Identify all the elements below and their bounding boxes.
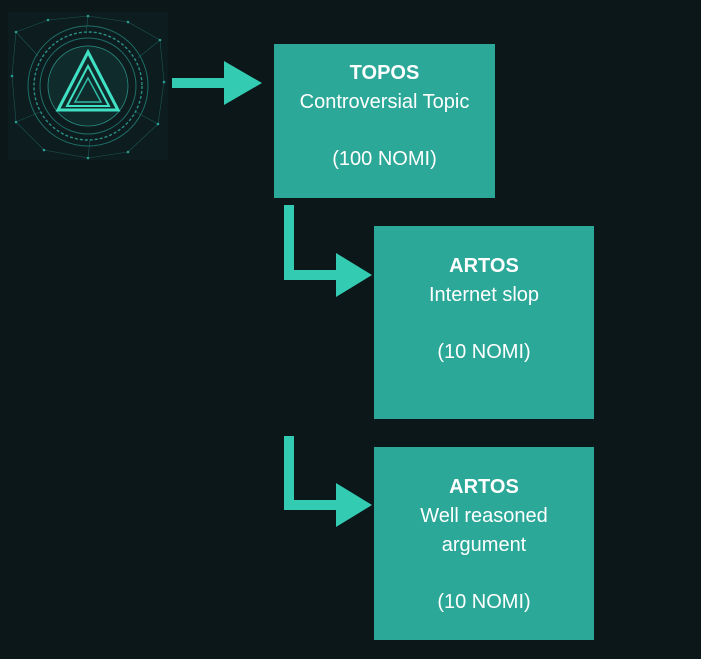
triangle-circle-network-logo-icon — [8, 12, 168, 160]
arrow-topos-to-artos-1 — [284, 205, 372, 297]
node-cost: (10 NOMI) — [437, 591, 531, 613]
node-cost: (100 NOMI) — [332, 148, 437, 170]
node-title: TOPOS — [349, 62, 420, 84]
topos-node: TOPOS Controversial Topic (100 NOMI) — [274, 44, 495, 198]
node-title: ARTOS — [449, 476, 519, 498]
arrow-topos-to-artos-2 — [284, 436, 372, 527]
artos-node-well-reasoned-argument: ARTOS Well reasoned argument (10 NOMI) — [374, 447, 594, 640]
artos-node-internet-slop: ARTOS Internet slop (10 NOMI) — [374, 226, 594, 419]
node-title: ARTOS — [449, 255, 519, 277]
node-description: Well reasoned argument — [420, 505, 548, 556]
node-cost: (10 NOMI) — [437, 341, 531, 363]
node-description: Internet slop — [428, 284, 540, 306]
node-description: Controversial Topic — [299, 91, 470, 113]
arrow-logo-to-topos — [172, 61, 262, 105]
